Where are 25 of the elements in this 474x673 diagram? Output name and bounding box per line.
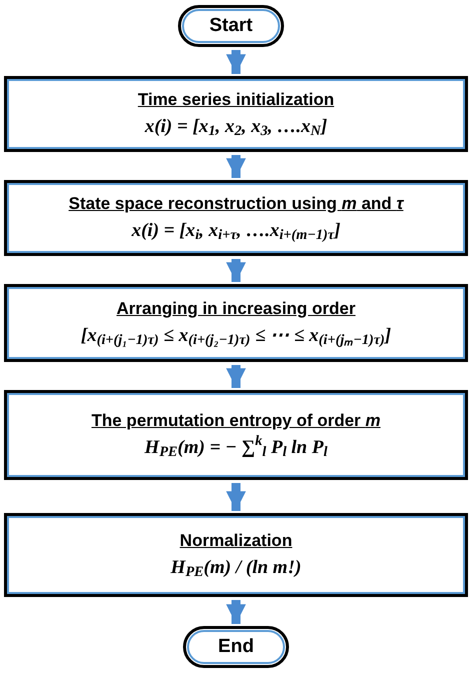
terminal-pill <box>178 5 284 47</box>
process-box <box>4 284 468 362</box>
formula: [x$_{(i+(j₁−1)τ)}$ ≤ x$_{(i+(j₂−1)τ)}$ ≤ ⋯ ≤ x$_{(i+(jₘ−1)τ)}$] <box>80 324 392 350</box>
arrow <box>226 259 246 282</box>
arrow <box>226 155 246 178</box>
process-box <box>4 513 468 597</box>
arrow <box>226 50 246 74</box>
step-heading: State space reconstruction using m and τ <box>68 193 404 215</box>
terminal-pill <box>183 626 289 668</box>
step-heading: Normalization <box>180 530 292 552</box>
terminal-label: End <box>218 634 254 659</box>
arrow <box>226 483 246 511</box>
formula: H$_{PE}$(m) / (ln m!) <box>170 556 302 582</box>
step-heading: Time series initialization <box>138 89 334 111</box>
formula: x(i) = [x$_{i}$, x$_{i+τ}$, ….x$_{i+(m−1)τ}$] <box>132 218 340 245</box>
arrow <box>226 365 246 388</box>
process-box <box>4 390 468 480</box>
step-heading: The permutation entropy of order m <box>91 410 381 432</box>
arrow <box>226 600 246 624</box>
process-box <box>4 76 468 152</box>
formula: H$_{PE}$(m) = − ∑$^{k}$$_{l}$ P$_{l}$ ln P$_{l}$ <box>144 434 328 462</box>
step-heading: Arranging in increasing order <box>116 298 356 320</box>
formula: x(i) = [x$_{1}$, x$_{2}$, x$_{3}$, ….x$_{N}$] <box>144 114 328 141</box>
terminal-label: Start <box>209 14 253 38</box>
process-box <box>4 180 468 256</box>
